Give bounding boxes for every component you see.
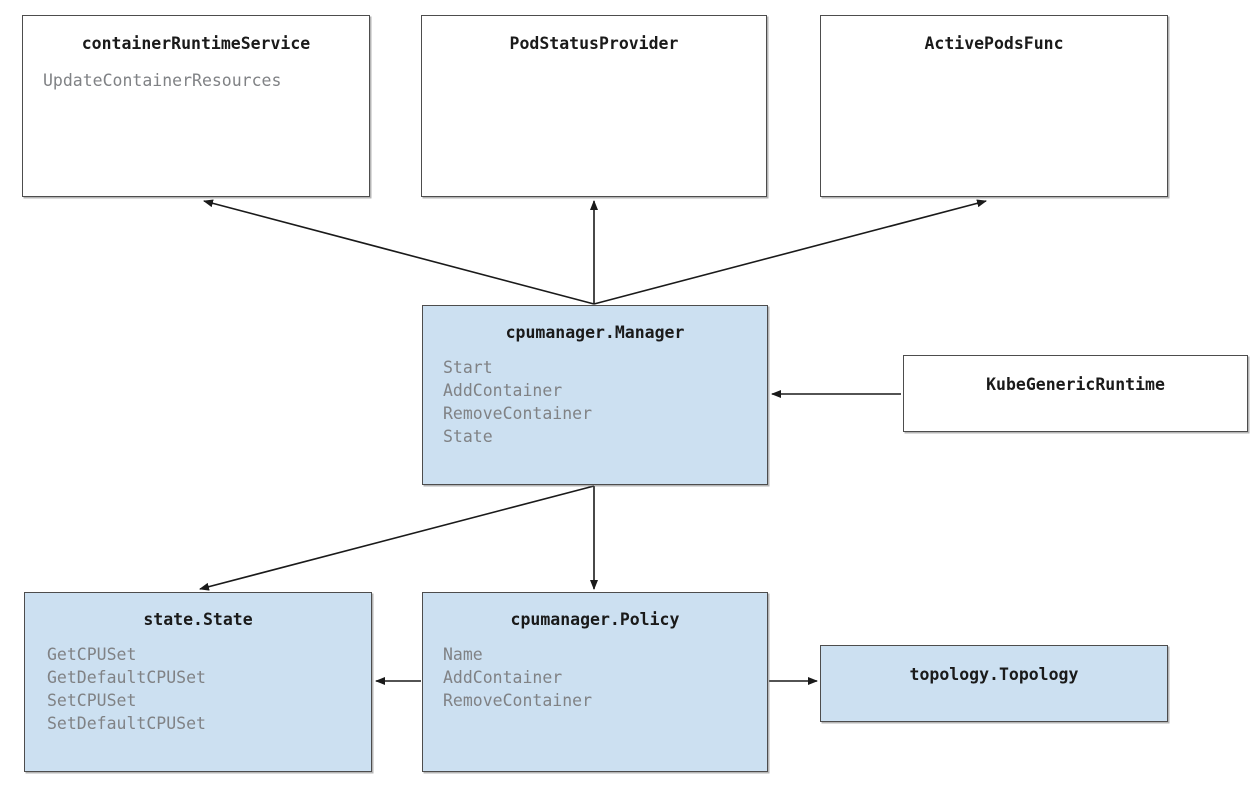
node-method: SetDefaultCPUSet xyxy=(47,714,206,733)
node-title: state.State xyxy=(143,610,253,629)
node-title: topology.Topology xyxy=(909,665,1079,684)
node-method: AddContainer xyxy=(443,381,563,400)
node-cpumanager-policy[interactable]: cpumanager.Policy Name AddContainer Remo… xyxy=(422,592,768,772)
node-method: GetDefaultCPUSet xyxy=(47,668,206,687)
node-podstatusprovider[interactable]: PodStatusProvider xyxy=(421,15,767,197)
node-method: AddContainer xyxy=(443,668,563,687)
node-method: Start xyxy=(443,358,493,377)
node-methods: UpdateContainerResources xyxy=(35,69,357,92)
node-cpumanager-manager[interactable]: cpumanager.Manager Start AddContainer Re… xyxy=(422,305,768,485)
node-methods: Name AddContainer RemoveContainer xyxy=(435,643,755,712)
node-title: PodStatusProvider xyxy=(509,34,679,53)
node-method: SetCPUSet xyxy=(47,691,137,710)
node-title: containerRuntimeService xyxy=(81,34,311,53)
edge-manager-to-activepodsfunc xyxy=(593,199,987,305)
node-methods: GetCPUSet GetDefaultCPUSet SetCPUSet Set… xyxy=(37,643,359,735)
node-activepodsfunc[interactable]: ActivePodsFunc xyxy=(820,15,1168,197)
node-method: GetCPUSet xyxy=(47,645,137,664)
node-method: State xyxy=(443,427,493,446)
node-method: RemoveContainer xyxy=(443,404,593,423)
node-title: cpumanager.Policy xyxy=(510,610,680,629)
edge-manager-to-state xyxy=(199,485,595,591)
node-state-state[interactable]: state.State GetCPUSet GetDefaultCPUSet S… xyxy=(24,592,372,772)
node-topology-topology[interactable]: topology.Topology xyxy=(820,645,1168,722)
node-containerruntimeservice[interactable]: containerRuntimeService UpdateContainerR… xyxy=(22,15,370,197)
node-method: Name xyxy=(443,645,483,664)
edge-manager-to-containerruntimeservice xyxy=(203,199,595,305)
node-method: UpdateContainerResources xyxy=(43,71,282,90)
node-methods: Start AddContainer RemoveContainer State xyxy=(435,356,755,448)
node-title: KubeGenericRuntime xyxy=(986,375,1165,394)
node-title: cpumanager.Manager xyxy=(505,323,685,342)
node-title: ActivePodsFunc xyxy=(924,34,1064,53)
node-kubegenericruntime[interactable]: KubeGenericRuntime xyxy=(903,355,1248,432)
node-method: RemoveContainer xyxy=(443,691,593,710)
